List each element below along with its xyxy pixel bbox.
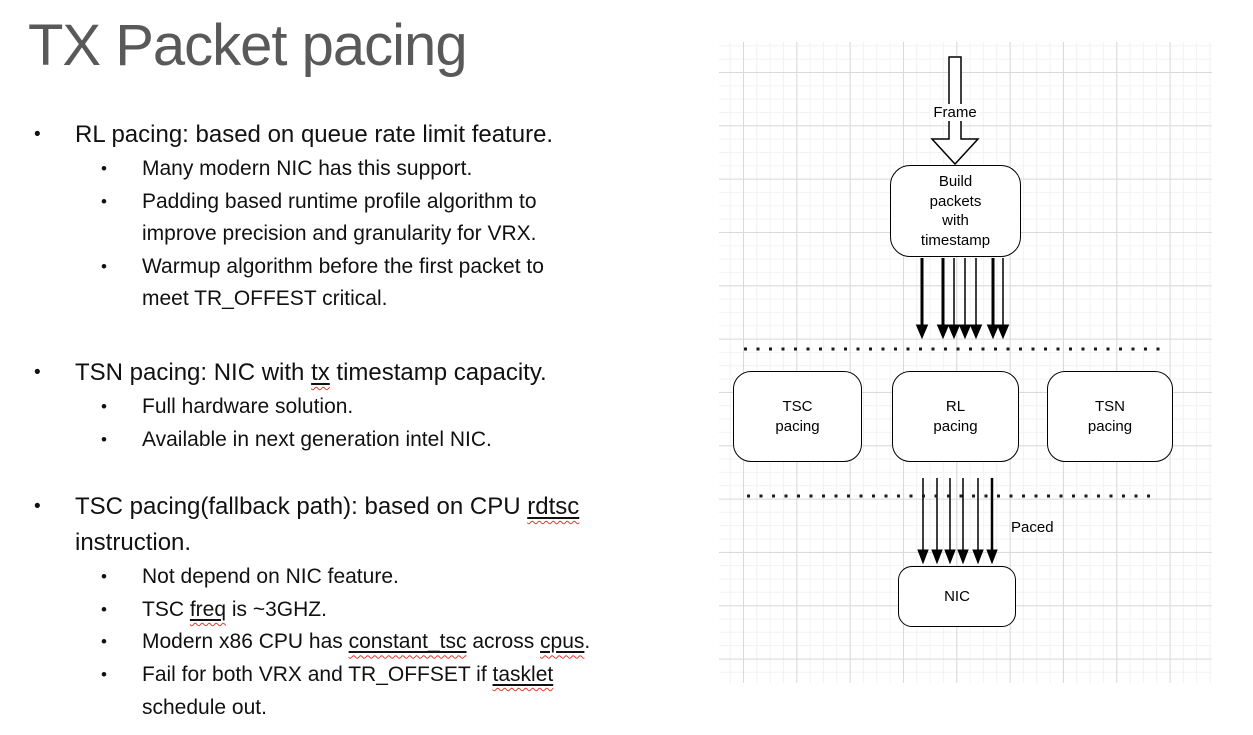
bullet-line: • Many modern NIC has this support. — [28, 153, 718, 186]
line-text: RL pacing: based on queue rate limit fea… — [75, 121, 554, 148]
bullet-line: • Available in next generation intel NIC. — [28, 424, 718, 457]
bullet-line-continuation: meet TR_OFFEST critical. — [28, 283, 718, 316]
paced-arrows — [917, 478, 998, 565]
bullet-line: • Fail for both VRX and TR_OFFSET if task… — [28, 659, 718, 692]
build-packets-box: Build packets with timestamp — [890, 165, 1021, 257]
flow-diagram: Frame Build packets with timestamp TSC p… — [719, 42, 1212, 683]
bullet-line-rl-pacing: • RL pacing: based on queue rate limit fe… — [28, 117, 718, 153]
line-text: Many modern NIC has this support. — [142, 157, 473, 180]
line-text: Fail for both VRX and TR_OFFSET if — [142, 662, 493, 686]
line-text: across — [466, 630, 541, 654]
rl-pacing-box: RL pacing — [892, 371, 1019, 462]
spellcheck-term: cpus — [540, 630, 585, 654]
bullet-marker: • — [101, 396, 107, 416]
frame-label: Frame — [930, 104, 980, 121]
line-text: timestamp capacity. — [329, 358, 547, 386]
bullet-marker: • — [101, 429, 107, 449]
line-text: Modern x86 CPU has — [142, 630, 349, 654]
tsc-pacing-box: TSC pacing — [733, 371, 862, 462]
packet-arrows — [915, 258, 1010, 340]
bullet-line: • Full hardware solution. — [28, 391, 718, 424]
line-text: . — [584, 630, 591, 654]
spellcheck-term: freq — [189, 597, 227, 621]
bullet-line: • Padding based runtime profile algorithm… — [28, 186, 718, 219]
bullet-line-continuation: schedule out. — [28, 692, 718, 725]
bullet-marker: • — [101, 159, 107, 178]
page-title: TX Packet pacing — [28, 13, 468, 78]
line-text: Available in next generation intel NIC. — [142, 427, 492, 451]
line-text: improve precision and granularity for VR… — [142, 222, 537, 246]
bullet-list: • RL pacing: based on queue rate limit fe… — [28, 117, 718, 724]
bullet-marker: • — [101, 256, 107, 276]
bullet-line-continuation: improve precision and granularity for VR… — [28, 218, 718, 251]
line-text: schedule out. — [142, 695, 267, 719]
bullet-marker: • — [101, 664, 107, 684]
bullet-marker: • — [101, 632, 107, 652]
line-text: is ~3GHZ. — [226, 597, 327, 621]
line-text: Warmup algorithm before the first packet… — [142, 254, 544, 278]
bullet-marker: • — [101, 191, 107, 211]
bullet-line: • Not depend on NIC feature. — [28, 561, 718, 594]
spellcheck-term: rdtsc — [527, 493, 580, 521]
bullet-marker: • — [101, 599, 107, 619]
nic-box: NIC — [898, 566, 1016, 627]
bullet-marker: • — [34, 496, 41, 518]
bullet-line: •Modern x86 CPU has constant_tsc across … — [28, 626, 718, 659]
line-text: TSC — [142, 597, 190, 621]
spellcheck-term: tx — [311, 358, 330, 386]
spellcheck-term: constant_tsc — [348, 630, 467, 654]
bullet-marker: • — [34, 124, 41, 145]
line-text: Not depend on NIC feature. — [142, 565, 399, 589]
bullet-line: • TSC freq is ~3GHZ. — [28, 594, 718, 627]
line-text: Padding based runtime profile algorithm … — [142, 189, 537, 213]
line-text: meet TR_OFFEST critical. — [142, 287, 388, 311]
spellcheck-term: tasklet — [492, 662, 554, 686]
bullet-line-continuation: instruction. — [28, 525, 718, 561]
bullet-line-tsn-pacing: • TSN pacing: NIC with tx timestamp capac… — [28, 355, 718, 391]
line-text: TSN pacing: NIC with — [75, 358, 312, 386]
bullet-line: • Warmup algorithm before the first packe… — [28, 251, 718, 284]
paced-label: Paced — [1011, 519, 1054, 536]
line-text: instruction. — [75, 529, 192, 557]
line-text: Full hardware solution. — [142, 394, 354, 418]
tsn-pacing-box: TSN pacing — [1047, 371, 1173, 462]
bullet-marker: • — [101, 567, 107, 587]
line-text: TSC pacing(fallback path): based on CPU — [75, 493, 528, 521]
bullet-line-tsc-pacing: • TSC pacing(fallback path): based on CPU… — [28, 489, 718, 525]
bullet-marker: • — [34, 361, 41, 383]
